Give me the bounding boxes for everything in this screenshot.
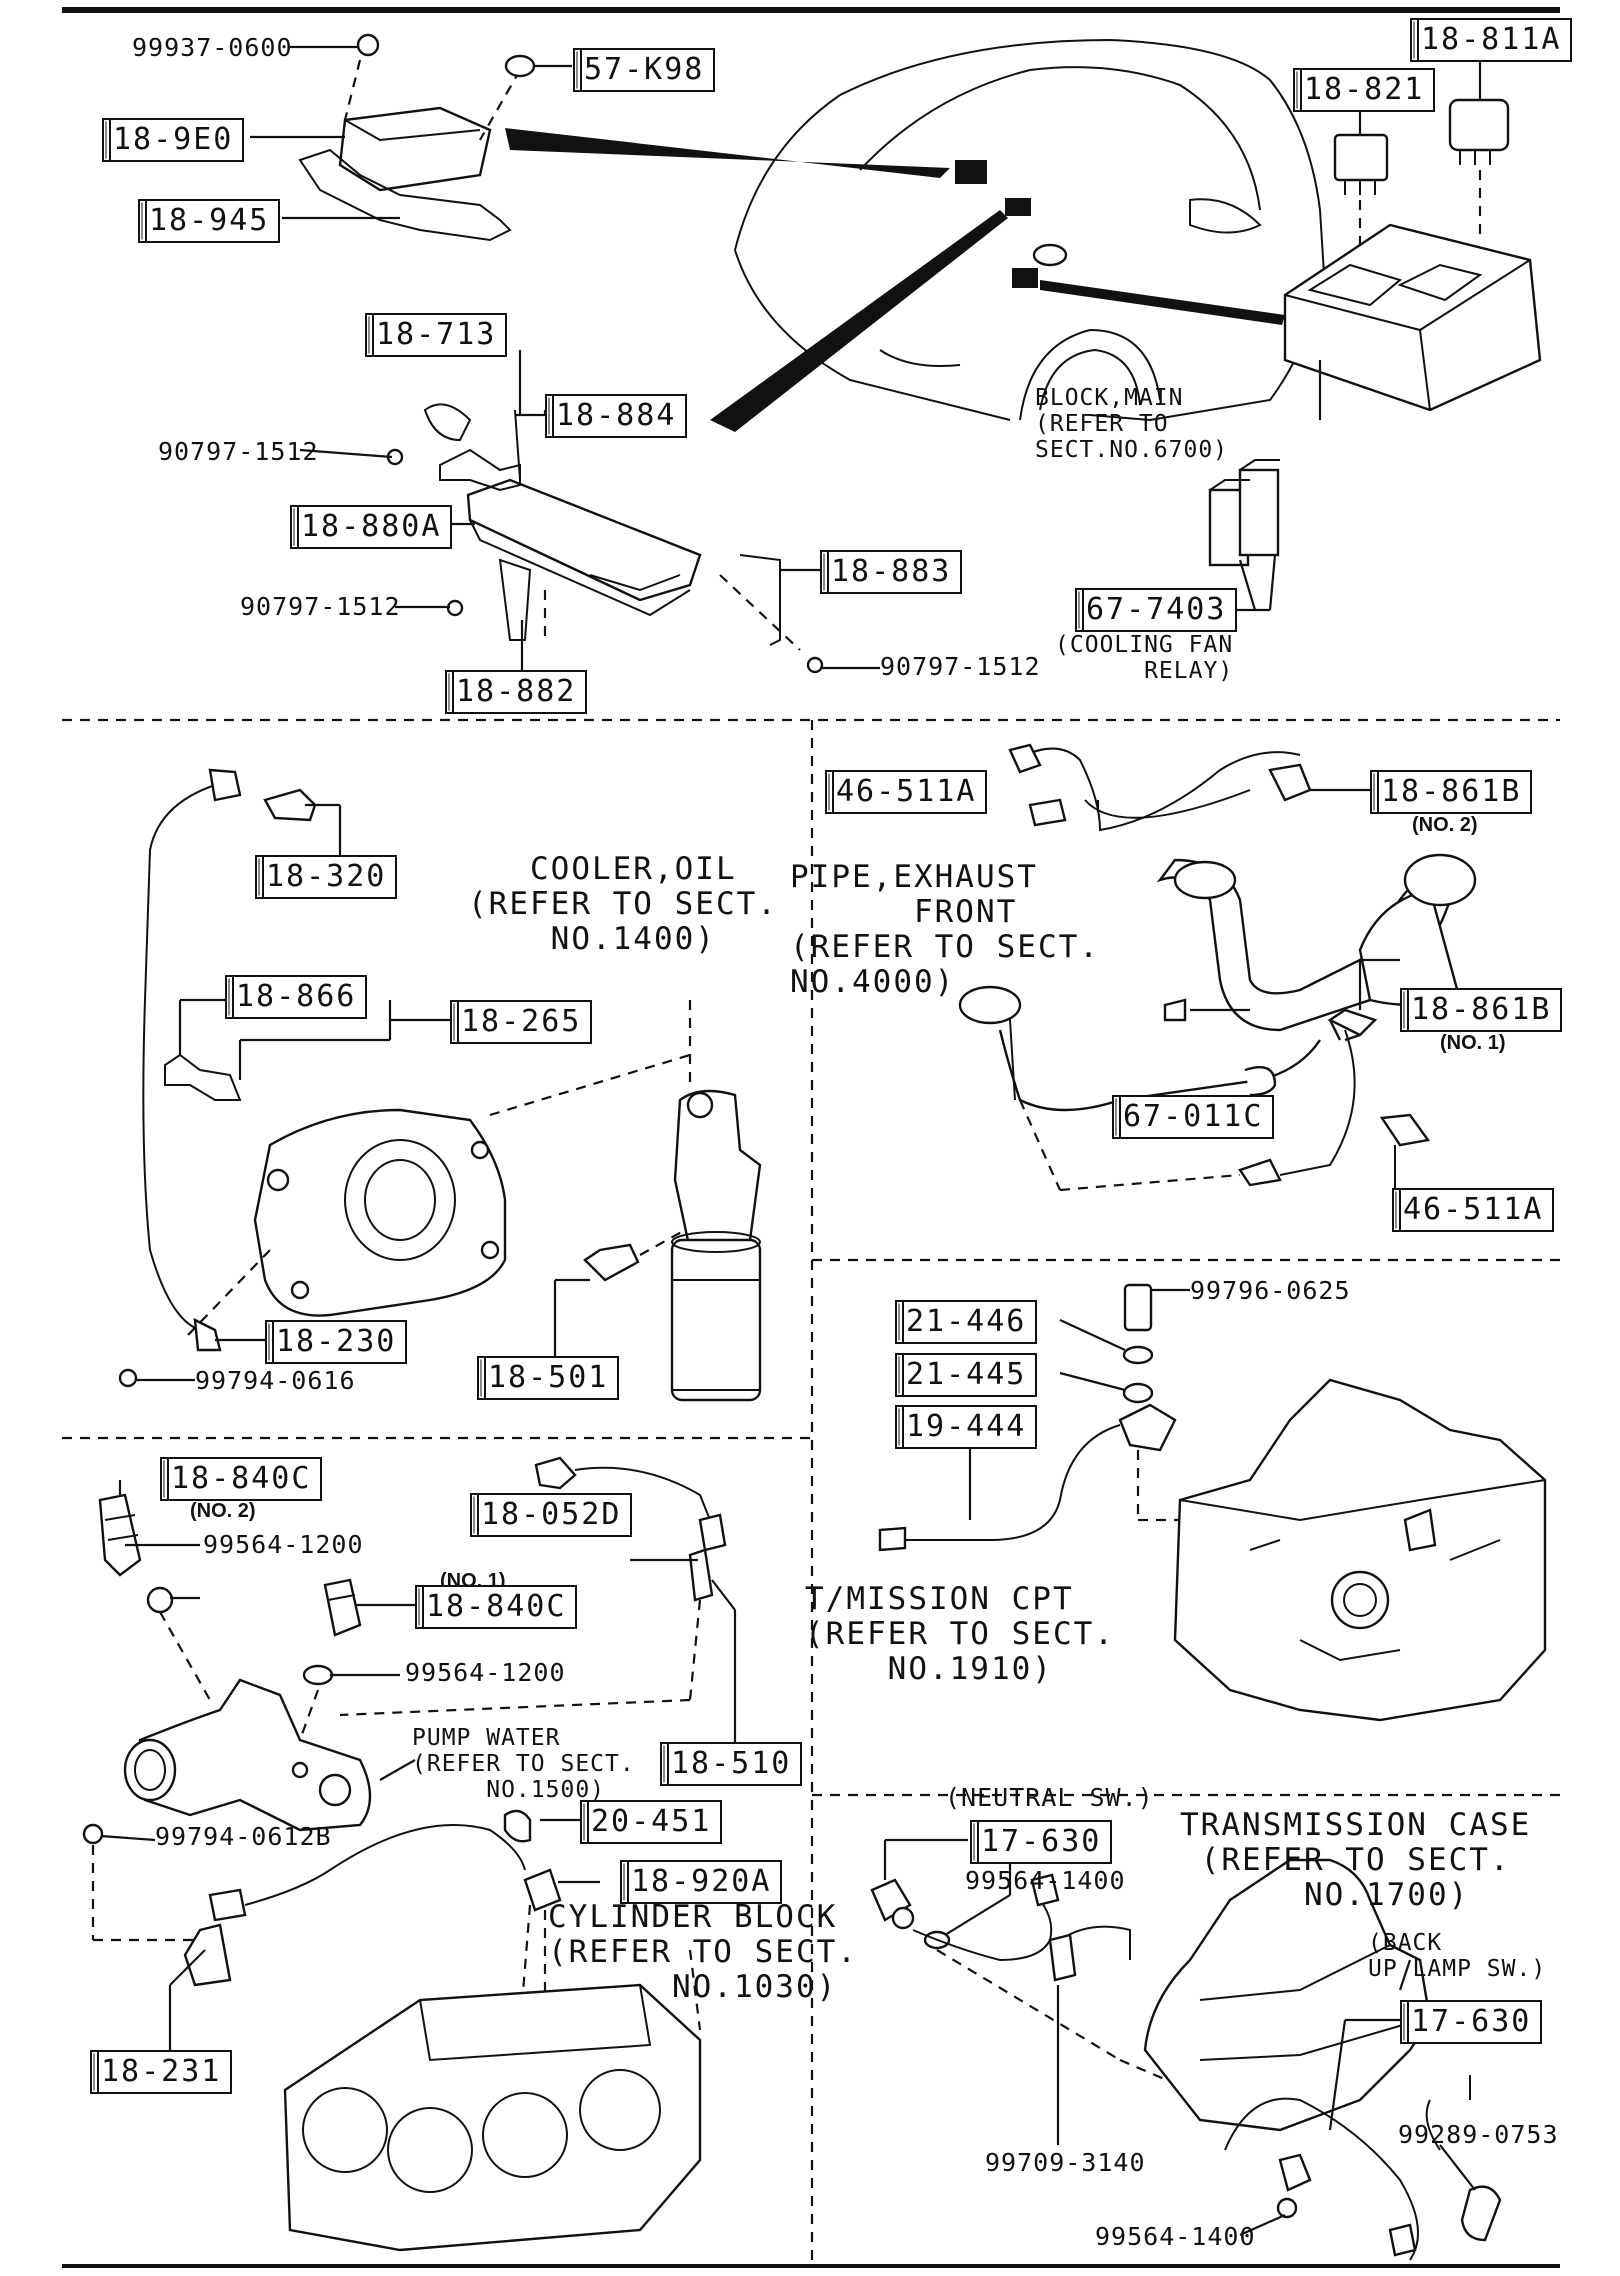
note-pipe-exhaust: PIPE,EXHAUST FRONT (REFER TO SECT. NO.40… bbox=[790, 859, 1100, 1000]
part-number-18-861B-b: 18-861B bbox=[1400, 988, 1563, 1032]
part-number-18-821: 18-821 bbox=[1293, 68, 1436, 112]
part-number-18-920A: 18-920A bbox=[620, 1860, 783, 1904]
part-number-18-265: 18-265 bbox=[450, 1000, 593, 1044]
part-number-99794-0612B: 99794-0612B bbox=[155, 1822, 332, 1851]
part-number-18-052D: 18-052D bbox=[470, 1493, 633, 1537]
part-number-90797-1512-b: 90797-1512 bbox=[240, 592, 401, 621]
part-number-18-231: 18-231 bbox=[90, 2050, 233, 2094]
part-number-18-866: 18-866 bbox=[225, 975, 368, 1019]
part-number-17-630-b: 17-630 bbox=[1400, 2000, 1543, 2044]
note-back-up-lamp-switch: (BACK UP LAMP SW.) bbox=[1368, 1930, 1547, 1982]
part-number-99564-1200-b: 99564-1200 bbox=[405, 1658, 566, 1687]
part-number-17-630-a: 17-630 bbox=[970, 1820, 1113, 1864]
part-number-99794-0616: 99794-0616 bbox=[195, 1366, 356, 1395]
part-number-18-883: 18-883 bbox=[820, 550, 963, 594]
sublabel-no2-b: (NO. 2) bbox=[190, 1500, 256, 1522]
part-number-18-840C-b: 18-840C bbox=[415, 1585, 578, 1629]
part-number-18-713: 18-713 bbox=[365, 313, 508, 357]
note-transmission-case: TRANSMISSION CASE (REFER TO SECT. NO.170… bbox=[1180, 1807, 1532, 1913]
part-number-18-320: 18-320 bbox=[255, 855, 398, 899]
part-number-18-510: 18-510 bbox=[660, 1742, 803, 1786]
part-number-99796-0625: 99796-0625 bbox=[1190, 1276, 1351, 1305]
note-neutral-switch: (NEUTRAL SW.) bbox=[945, 1783, 1154, 1812]
part-number-99709-3140: 99709-3140 bbox=[985, 2148, 1146, 2177]
part-number-57-K98: 57-K98 bbox=[573, 48, 716, 92]
note-pump-water: PUMP WATER (REFER TO SECT. NO.1500) bbox=[412, 1725, 635, 1803]
note-cooler-oil: COOLER,OIL (REFER TO SECT. NO.1400) bbox=[468, 851, 778, 957]
part-number-67-011C: 67-011C bbox=[1112, 1095, 1275, 1139]
part-number-46-511A-a: 46-511A bbox=[825, 770, 988, 814]
part-number-18-230: 18-230 bbox=[265, 1320, 408, 1364]
part-number-18-945: 18-945 bbox=[138, 199, 281, 243]
part-number-99564-1200-a: 99564-1200 bbox=[203, 1530, 364, 1559]
part-number-20-451: 20-451 bbox=[580, 1800, 723, 1844]
note-block-main: BLOCK,MAIN (REFER TO SECT.NO.6700) bbox=[1035, 385, 1229, 463]
sublabel-no1-a: (NO. 1) bbox=[1440, 1032, 1506, 1054]
note-cylinder-block: CYLINDER BLOCK (REFER TO SECT. NO.1030) bbox=[548, 1899, 858, 2005]
part-number-19-444: 19-444 bbox=[895, 1405, 1038, 1449]
part-number-18-840C-a: 18-840C bbox=[160, 1457, 323, 1501]
part-number-99564-1400-b: 99564-1400 bbox=[1095, 2222, 1256, 2251]
part-number-99564-1400-a: 99564-1400 bbox=[965, 1866, 1126, 1895]
part-number-18-882: 18-882 bbox=[445, 670, 588, 714]
part-number-67-7403: 67-7403 bbox=[1075, 588, 1238, 632]
sublabel-no2-a: (NO. 2) bbox=[1412, 814, 1478, 836]
part-number-99289-0753: 99289-0753 bbox=[1398, 2120, 1559, 2149]
part-number-18-861B-a: 18-861B bbox=[1370, 770, 1533, 814]
part-number-21-446: 21-446 bbox=[895, 1300, 1038, 1344]
part-number-90797-1512-a: 90797-1512 bbox=[158, 437, 319, 466]
part-number-18-9E0: 18-9E0 bbox=[102, 118, 245, 162]
note-tmission-cpt: T/MISSION CPT (REFER TO SECT. NO.1910) bbox=[805, 1581, 1115, 1687]
part-number-99937-0600: 99937-0600 bbox=[132, 33, 293, 62]
part-number-18-880A: 18-880A bbox=[290, 505, 453, 549]
part-number-21-445: 21-445 bbox=[895, 1353, 1038, 1397]
part-number-90797-1512-c: 90797-1512 bbox=[880, 652, 1041, 681]
part-number-18-884: 18-884 bbox=[545, 394, 688, 438]
part-number-18-811A: 18-811A bbox=[1410, 18, 1573, 62]
note-cooling-fan-relay: (COOLING FAN RELAY) bbox=[1055, 632, 1234, 684]
part-number-46-511A-b: 46-511A bbox=[1392, 1188, 1555, 1232]
part-number-18-501: 18-501 bbox=[477, 1356, 620, 1400]
